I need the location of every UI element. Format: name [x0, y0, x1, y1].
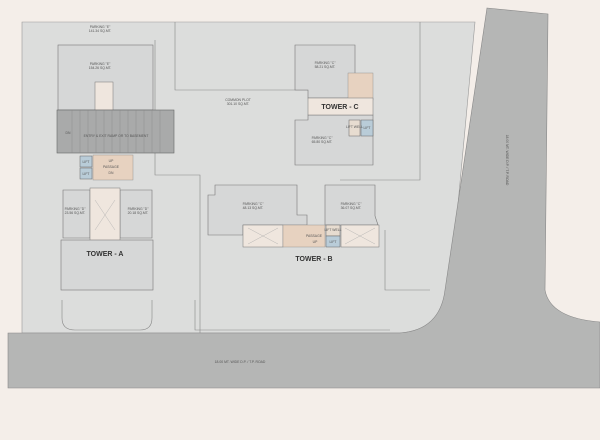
- parking-c-bottom-label: PARKING "C": [312, 136, 334, 140]
- lift-well-c: [348, 119, 361, 137]
- lift-well-b-label: LIFT WELL: [324, 228, 341, 232]
- parking-b-left-area: 48.13 SQ.MT.: [243, 206, 264, 210]
- passage-b-label: PASSAGE: [306, 234, 323, 238]
- bottom-road-label: 18.00 MT. WIDE D.P. / T.P. ROAD: [215, 360, 266, 364]
- parking-b-right-label: PARKING "C": [341, 202, 363, 206]
- lift-a1: [79, 155, 93, 168]
- parking-d-right-label: PARKING "D": [128, 207, 150, 211]
- right-road: [7, 7, 600, 389]
- stair-c: [347, 72, 374, 101]
- tower-a: PARKING "E" 141.34 SQ.MT. PARKING "E" 15…: [56, 25, 175, 291]
- common-plot-area: 301.10 SQ.MT.: [227, 102, 250, 106]
- parking-e-label: PARKING "E": [90, 62, 111, 66]
- tower-c: TOWER - C LIFT WELL LIFT PARKING "C" 58.…: [294, 44, 374, 166]
- right-road-label: 18.00 MT. WIDE D.P. / T.P. ROAD: [505, 135, 509, 186]
- ramp: [56, 109, 175, 154]
- parking-c-top-label: PARKING "C": [315, 61, 337, 65]
- parking-e-top-area: 141.34 SQ.MT.: [89, 29, 112, 33]
- parking-e-area-value: 154.26 SQ.MT.: [89, 66, 112, 70]
- tower-b-title: TOWER - B: [295, 256, 332, 263]
- parking-d-right-area: 20.18 SQ.MT.: [128, 211, 149, 215]
- parking-b-right-area: 36.07 SQ.MT.: [341, 206, 362, 210]
- parking-b-left-label: PARKING "C": [243, 202, 265, 206]
- lift-a2: [79, 167, 93, 180]
- lift-c: [360, 119, 374, 137]
- lift-b: [325, 235, 341, 248]
- up-b-label: UP: [313, 240, 318, 244]
- lift-a1-label: LIFT: [83, 160, 90, 164]
- tower-a-title: TOWER - A: [87, 251, 124, 258]
- tower-b: PASSAGE UP LIFT WELL LIFT TOWER - B PARK…: [207, 184, 380, 263]
- dn-label: DN: [109, 171, 114, 175]
- ramp-label: ENTRY & EXIT RAMP OR TO BASEMENT: [84, 134, 149, 138]
- tower-c-title: TOWER - C: [321, 104, 358, 111]
- lift-b-label: LIFT: [330, 240, 337, 244]
- ramp-dn-label: DN: [66, 131, 71, 135]
- parking-d-left-label: PARKING "D": [65, 207, 87, 211]
- lift-a2-label: LIFT: [83, 172, 90, 176]
- stair-a: [92, 154, 134, 181]
- stair-b: [282, 224, 326, 248]
- parking-c-bottom-area: 65.80 SQ.MT.: [312, 140, 333, 144]
- common-plot-label: COMMON PLOT: [225, 98, 251, 102]
- internal-boundaries: [61, 22, 430, 333]
- passage-label: PASSAGE: [103, 165, 120, 169]
- parking-d-left-area: 23.56 SQ.MT.: [65, 211, 86, 215]
- parking-c-top-area: 58.21 SQ.MT.: [315, 65, 336, 69]
- lift-c-label: LIFT: [364, 126, 371, 130]
- up-label: UP: [109, 159, 114, 163]
- parking-e-top-label: PARKING "E": [90, 25, 111, 29]
- lift-well-c-label: LIFT WELL: [346, 125, 363, 129]
